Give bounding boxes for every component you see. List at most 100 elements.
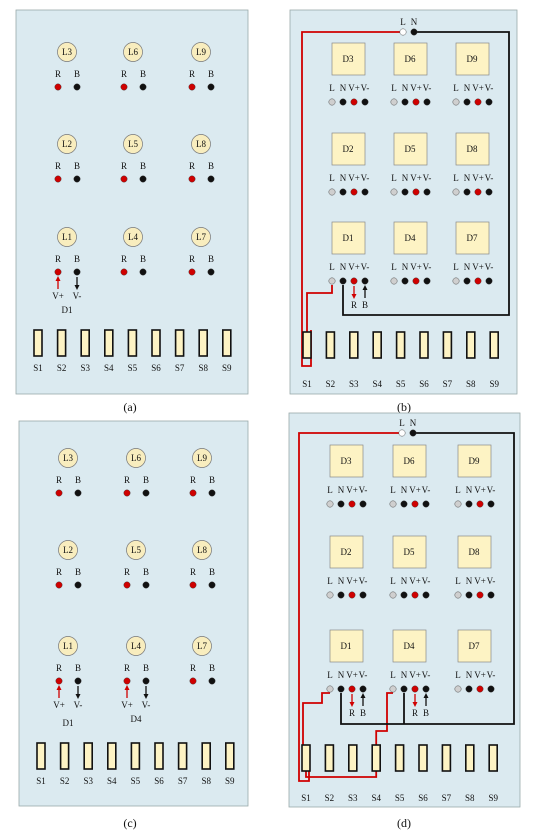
panel-a-lamp-label-l8: L8 bbox=[196, 139, 206, 149]
panel-d-device-terminal-label-3: V- bbox=[422, 576, 431, 586]
panel-b-device-terminal-label-1: N bbox=[402, 262, 409, 272]
panel-c-label-vplus: V+ bbox=[53, 700, 65, 710]
panel-d-switch-label-3: S3 bbox=[348, 793, 358, 803]
panel-b-switch-5 bbox=[395, 331, 406, 359]
panel-b-terminal-n bbox=[401, 277, 409, 285]
panel-d-device-terminal-label-0: L bbox=[455, 485, 461, 495]
panel-d-arrow-label-b: B bbox=[360, 708, 366, 718]
panel-c-terminal-label-b: B bbox=[209, 663, 215, 673]
panel-c-switch-5 bbox=[130, 742, 141, 770]
panel-b-device-terminal-label-2: V+ bbox=[348, 173, 360, 183]
panel-a-terminal-label-b: B bbox=[140, 254, 146, 264]
panel-d-device-terminal-label-2: V+ bbox=[409, 670, 421, 680]
panel-c-switch-label-7: S7 bbox=[178, 776, 188, 786]
panel-c-switch-label-6: S6 bbox=[154, 776, 164, 786]
panel-d-device-terminal-label-3: V- bbox=[487, 576, 496, 586]
panel-c-terminal-label-b: B bbox=[75, 567, 81, 577]
panel-b-arrow-label-b: B bbox=[362, 300, 368, 310]
panel-c-lamp-l3 bbox=[58, 448, 78, 468]
panel-a-lamp-l2 bbox=[57, 134, 77, 154]
caption-c: (c) bbox=[123, 816, 136, 830]
panel-c-lamp-l4 bbox=[126, 636, 146, 656]
panel-b-device-label-d8: D8 bbox=[467, 144, 478, 154]
panel-c-terminal-b bbox=[208, 489, 216, 497]
panel-b-terminal-n bbox=[463, 98, 471, 106]
panel-d-arrow-r bbox=[349, 694, 355, 707]
panel-d-terminal-vminus bbox=[422, 685, 430, 693]
panel-b-terminal-l bbox=[452, 188, 460, 196]
panel-d-device-d7 bbox=[457, 629, 492, 663]
panel-a-terminal-r bbox=[188, 83, 196, 91]
panel-b-device-d4 bbox=[393, 221, 428, 255]
panel-a-terminal-label-r: R bbox=[121, 254, 127, 264]
panel-a-lamp-label-l7: L7 bbox=[196, 232, 206, 242]
panel-b-terminal-l bbox=[452, 277, 460, 285]
panel-a-switch-label-4: S4 bbox=[104, 363, 114, 373]
panel-b-terminal-vplus bbox=[474, 277, 482, 285]
panel-d-arrow-label-r: R bbox=[412, 708, 418, 718]
panel-b-device-terminal-label-0: L bbox=[329, 173, 335, 183]
panel-b-device-terminal-label-1: N bbox=[464, 83, 471, 93]
panel-a-lamp-label-l1: L1 bbox=[62, 232, 72, 242]
caption-b: (b) bbox=[397, 400, 411, 414]
panel-c-terminal-label-r: R bbox=[124, 663, 130, 673]
panel-d-wire-s1-to-d1-l bbox=[302, 692, 330, 745]
panel-d-device-terminal-label-2: V+ bbox=[474, 576, 486, 586]
panel-d-supply-n-terminal bbox=[409, 429, 417, 437]
panel-b-terminal-vplus bbox=[350, 188, 358, 196]
panel-d-terminal-n bbox=[465, 591, 473, 599]
panel-b-switch-4 bbox=[372, 331, 383, 359]
panel-a-terminal-r bbox=[188, 268, 196, 276]
panel-d-device-terminal-label-2: V+ bbox=[346, 670, 358, 680]
panel-a-lamp-l1 bbox=[57, 227, 77, 247]
panel-b-switch-6 bbox=[419, 331, 429, 359]
panel-d-terminal-vminus bbox=[359, 591, 367, 599]
panel-b-device-label-d2: D2 bbox=[343, 144, 354, 154]
panel-b-switch-8 bbox=[465, 331, 476, 359]
panel-a-switch-label-6: S6 bbox=[151, 363, 161, 373]
panel-c-lamp-l2 bbox=[58, 540, 78, 560]
panel-b-terminal-vplus bbox=[412, 98, 420, 106]
panel-a-terminal-b bbox=[139, 175, 147, 183]
panel-a-terminal-r bbox=[120, 268, 128, 276]
panel-b-device-terminal-label-0: L bbox=[453, 262, 459, 272]
panel-d-wire-s4-to-d4-l bbox=[375, 692, 393, 745]
panel-b-device-terminal-label-0: L bbox=[329, 83, 335, 93]
panel-c-terminal-label-b: B bbox=[75, 663, 81, 673]
panel-c-terminal-b bbox=[74, 489, 82, 497]
panel-d-terminal-vplus bbox=[476, 500, 484, 508]
panel-d-device-terminal-label-0: L bbox=[455, 670, 461, 680]
panel-d-terminal-vplus bbox=[411, 685, 419, 693]
panel-d-switch-label-8: S8 bbox=[465, 793, 475, 803]
panel-a-lamp-label-l6: L6 bbox=[128, 47, 138, 57]
panel-d-terminal-n bbox=[337, 500, 345, 508]
panel-d-device-terminal-label-0: L bbox=[327, 576, 333, 586]
panel-d-terminal-l bbox=[326, 500, 334, 508]
panel-c-terminal-b bbox=[142, 677, 150, 685]
panel-d-switch-4 bbox=[371, 744, 382, 772]
panel-a-switch-label-9: S9 bbox=[222, 363, 232, 373]
panel-a-terminal-label-r: R bbox=[55, 69, 61, 79]
panel-d-terminal-l bbox=[389, 591, 397, 599]
panel-a-terminal-label-b: B bbox=[208, 254, 214, 264]
panel-d-switch-label-7: S7 bbox=[442, 793, 452, 803]
panel-d-device-terminal-label-0: L bbox=[390, 670, 396, 680]
panel-b-switch-label-8: S8 bbox=[466, 379, 476, 389]
panel-a-lamp-l8 bbox=[191, 134, 211, 154]
panel-c-lamp-label-l5: L5 bbox=[131, 545, 141, 555]
panel-d-device-terminal-label-1: N bbox=[338, 670, 345, 680]
panel-d-device-terminal-label-2: V+ bbox=[474, 670, 486, 680]
panel-c-switch-label-4: S4 bbox=[107, 776, 117, 786]
panel-d-terminal-vplus bbox=[348, 685, 356, 693]
panel-c-terminal-r bbox=[123, 677, 131, 685]
panel-b-device-d2 bbox=[331, 132, 366, 166]
panel-d-switch-6 bbox=[418, 744, 428, 772]
panel-b-arrow-r bbox=[351, 286, 357, 299]
panel-d-switch-5 bbox=[394, 744, 405, 772]
panel-b-switch-label-1: S1 bbox=[302, 379, 312, 389]
panel-c-terminal-label-r: R bbox=[124, 567, 130, 577]
panel-b-switch-7 bbox=[442, 331, 453, 359]
panel-b-switch-label-3: S3 bbox=[349, 379, 359, 389]
panel-c-lamp-label-l3: L3 bbox=[63, 453, 73, 463]
panel-c-lamp-label-l6: L6 bbox=[131, 453, 141, 463]
